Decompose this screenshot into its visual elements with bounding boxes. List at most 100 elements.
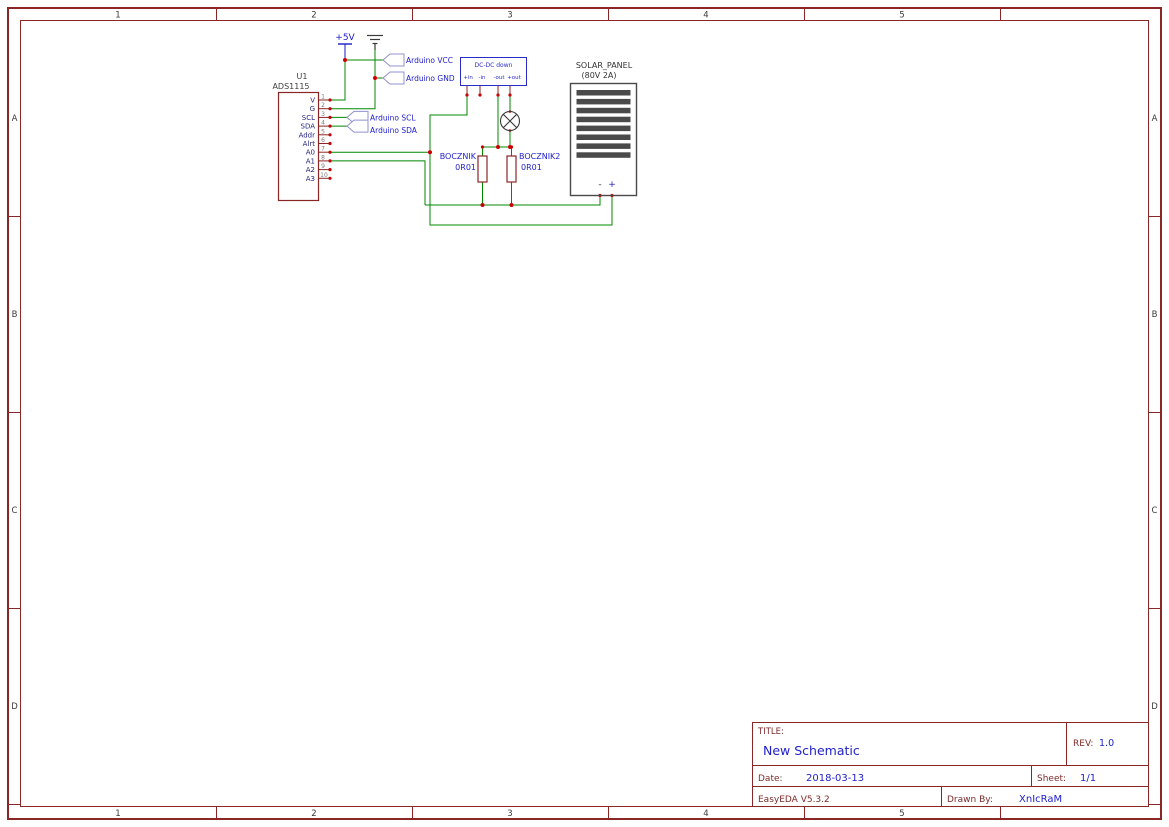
u1-pin-names: V G SCL SDA Addr Alrt A0 A1 A2 A3: [299, 97, 316, 183]
component-u1-ads1115[interactable]: U1 ADS1115 1 2 3 4 5 6 7 8 9 10 V G SCL …: [272, 72, 330, 202]
dcdc-pin-label-out-plus: +out: [507, 75, 521, 81]
shunt2-body: [506, 155, 517, 183]
shunt2-value: 0R01: [521, 163, 542, 172]
net-flag-label: Arduino SDA: [370, 126, 418, 135]
frame-inner-border: [20, 20, 1149, 807]
dcdc-body: [460, 57, 527, 86]
junction-dot: [496, 145, 500, 149]
dcdc-pin-label-in-minus: -in: [479, 75, 487, 81]
u1-pin-name: A0: [306, 149, 315, 157]
drawn-by-label: Drawn By:: [947, 795, 993, 805]
net-flag-shape: [382, 71, 405, 85]
component-shunt2[interactable]: BOCZNIK2 0R01: [506, 152, 560, 183]
frame-col-label-top: 1: [115, 11, 120, 21]
u1-pin-stubs: [318, 99, 330, 179]
frame-row-label-left: B: [12, 310, 18, 320]
net-flag-label: Arduino VCC: [406, 56, 453, 65]
u1-pin-name: V: [310, 97, 315, 105]
junction-dot: [428, 150, 432, 155]
u1-pin-numbers: 1 2 3 4 5 6 7 8 9 10: [320, 94, 328, 179]
shunt1-value: 0R01: [455, 163, 476, 172]
u1-pin-number: 1: [321, 94, 325, 101]
title-block: TITLE: New Schematic REV: 1.0 Date: 2018…: [752, 722, 1149, 807]
frame-col-label-top: 4: [703, 11, 708, 21]
dcdc-pin-label-in-plus: +in: [463, 75, 473, 81]
wire-dcdc-in-solar-plus[interactable]: [429, 95, 613, 226]
u1-pin-name: A2: [306, 166, 315, 174]
u1-part-number: ADS1115: [272, 82, 309, 91]
frame-col-label-bottom: 4: [703, 809, 708, 819]
u1-pin-name: A1: [306, 157, 315, 165]
title-value[interactable]: New Schematic: [763, 743, 860, 758]
power-flag-5v[interactable]: +5V: [335, 33, 356, 58]
net-flag-arduino-sda[interactable]: Arduino SDA: [346, 119, 418, 135]
pin-dot: [509, 145, 514, 149]
date-label: Date:: [758, 774, 783, 784]
rev-value[interactable]: 1.0: [1099, 738, 1114, 749]
rev-label: REV:: [1073, 739, 1093, 749]
sheet-label: Sheet:: [1037, 774, 1066, 784]
frame-col-label-top: 5: [899, 11, 904, 21]
solar-body: [569, 82, 638, 197]
solar-stripes: [576, 90, 631, 158]
u1-designator: U1: [297, 72, 308, 81]
solar-minus-label: -: [598, 180, 601, 190]
u1-pin-number: 7: [321, 146, 325, 153]
junction-dot: [480, 203, 485, 207]
u1-pin-name: SCL: [302, 114, 315, 122]
u1-pin-number: 8: [321, 154, 325, 161]
solar-plus-label: +: [608, 180, 616, 190]
u1-pin-name: G: [310, 105, 315, 113]
u1-pin-number: 10: [320, 172, 328, 179]
tool-version: EasyEDA V5.3.2: [758, 795, 830, 805]
u1-body: [277, 91, 320, 202]
component-lamp[interactable]: [499, 110, 521, 132]
frame-outer-border: [7, 7, 1162, 820]
net-flag-arduino-gnd[interactable]: Arduino GND: [382, 71, 455, 85]
date-value[interactable]: 2018-03-13: [806, 773, 864, 784]
solar-rating: (80V 2A): [582, 71, 617, 80]
wire-5v-to-pin1[interactable]: [330, 58, 346, 101]
net-flag-label: Arduino SCL: [370, 113, 416, 122]
u1-pin-number: 6: [321, 137, 325, 144]
dcdc-name: DC-DC down: [475, 62, 513, 69]
frame-row-label-right: C: [1152, 506, 1158, 516]
title-label: TITLE:: [757, 727, 784, 737]
wires: [330, 50, 613, 226]
shunt1-body: [477, 155, 488, 183]
u1-pin-name: Addr: [299, 131, 316, 139]
component-dcdc-converter[interactable]: DC-DC down +in -in -out +out: [460, 57, 527, 96]
frame-row-label-right: B: [1152, 310, 1158, 320]
component-solar-panel[interactable]: SOLAR_PANEL (80V 2A) - +: [569, 61, 638, 197]
gnd-symbol[interactable]: [367, 34, 383, 51]
frame-col-label-bottom: 5: [899, 809, 904, 819]
net-flag-shape: [346, 119, 369, 133]
net-flag-shape: [382, 53, 405, 67]
wire-a1[interactable]: [330, 160, 426, 205]
u1-pin-number: 5: [321, 128, 325, 135]
frame-col-label-bottom: 3: [507, 809, 512, 819]
dcdc-pin-label-out-minus: -out: [493, 75, 505, 81]
wire-gnd-to-pin2[interactable]: [330, 50, 376, 110]
sheet-value[interactable]: 1/1: [1080, 773, 1096, 784]
frame-col-label-top: 2: [311, 11, 316, 21]
junction-dot: [509, 203, 514, 207]
pin-dot: [480, 145, 485, 149]
frame-col-label-top: 3: [507, 11, 512, 21]
drawn-by-value[interactable]: XnIcRaM: [1019, 794, 1062, 805]
frame-row-label-left: D: [11, 702, 18, 712]
frame-col-label-bottom: 2: [311, 809, 316, 819]
frame-labels: 1 2 3 4 5 1 2 3 4 5 A B C D A B C D: [11, 11, 1158, 820]
component-shunt1[interactable]: BOCZNIK 0R01: [440, 152, 488, 183]
frame-row-label-right: D: [1151, 702, 1158, 712]
frame-row-label-left: A: [12, 114, 18, 124]
junction-dot: [343, 58, 347, 62]
u1-pin-name: A3: [306, 175, 315, 183]
u1-pin-number: 9: [321, 163, 325, 170]
u1-pin-name: SDA: [301, 123, 316, 131]
frame-row-label-right: A: [1152, 114, 1158, 124]
net-flag-arduino-vcc[interactable]: Arduino VCC: [382, 53, 453, 67]
u1-pin-number: 3: [321, 111, 325, 118]
